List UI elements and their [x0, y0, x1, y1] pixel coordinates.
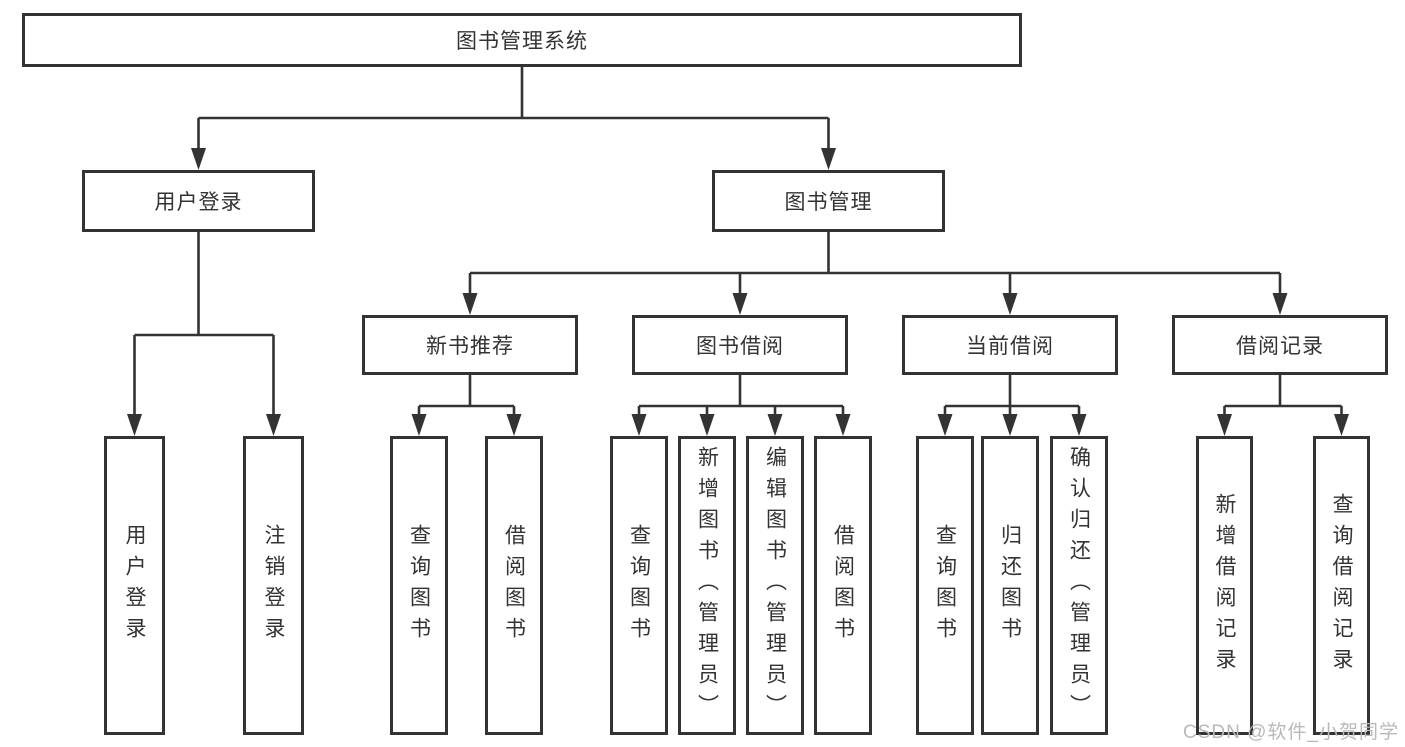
- leaf-logout: 注销登录: [243, 436, 304, 735]
- leaf-confirm-return-admin: 确认归还（管理员）: [1050, 436, 1108, 735]
- leaf-label: 借阅图书: [502, 523, 526, 648]
- connector-root-to-level1: [197, 67, 830, 166]
- leaf-user-login: 用户登录: [104, 436, 165, 735]
- connector-rec-to-leaves: [417, 375, 516, 432]
- connector-mgmt-to-level2: [468, 232, 1282, 311]
- connector-current-to-leaves: [943, 375, 1081, 432]
- leaf-label: 新增借阅记录: [1213, 492, 1236, 679]
- leaf-borrow-books: 借阅图书: [814, 436, 872, 735]
- node-label: 用户登录: [154, 191, 243, 214]
- leaf-query-borrow-record: 查询借阅记录: [1313, 436, 1370, 735]
- connector-borrow-to-leaves: [637, 375, 845, 432]
- connector-hist-to-leaves: [1223, 375, 1343, 432]
- leaf-query-books-borrow: 查询图书: [610, 436, 668, 735]
- leaf-query-books-current: 查询图书: [916, 436, 974, 735]
- node-system-root: 图书管理系统: [22, 13, 1022, 67]
- node-new-book-recommend: 新书推荐: [362, 315, 578, 375]
- leaf-label: 用户登录: [123, 523, 146, 648]
- leaf-label: 借阅图书: [831, 523, 855, 648]
- csdn-watermark: CSDN @软件_小贺同学: [1183, 722, 1399, 743]
- leaf-label: 归还图书: [998, 523, 1022, 648]
- leaf-add-borrow-record: 新增借阅记录: [1196, 436, 1253, 735]
- connector-login-to-leaves: [133, 232, 275, 432]
- leaf-label: 确认归还（管理员）: [1067, 446, 1091, 725]
- leaf-query-books-rec: 查询图书: [390, 436, 448, 735]
- leaf-borrow-books-rec: 借阅图书: [485, 436, 543, 735]
- leaf-label: 查询图书: [933, 523, 957, 648]
- node-borrowing-records: 借阅记录: [1172, 315, 1388, 375]
- leaf-label: 新增图书（管理员）: [695, 446, 719, 725]
- leaf-add-books-admin: 新增图书（管理员）: [678, 436, 736, 735]
- leaf-label: 查询图书: [407, 523, 431, 648]
- leaf-label: 注销登录: [262, 523, 285, 648]
- leaf-label: 编辑图书（管理员）: [763, 446, 787, 725]
- leaf-label: 查询图书: [627, 523, 651, 648]
- node-label: 借阅记录: [1236, 335, 1324, 358]
- leaf-edit-books-admin: 编辑图书（管理员）: [746, 436, 804, 735]
- node-label: 新书推荐: [426, 335, 514, 358]
- node-book-borrowing: 图书借阅: [632, 315, 848, 375]
- node-current-borrowing: 当前借阅: [902, 315, 1118, 375]
- node-book-management: 图书管理: [712, 170, 945, 232]
- node-label: 图书管理: [784, 191, 873, 214]
- node-label: 图书借阅: [696, 335, 784, 358]
- node-user-login: 用户登录: [82, 170, 315, 232]
- leaf-return-books: 归还图书: [981, 436, 1039, 735]
- node-label: 图书管理系统: [456, 30, 588, 53]
- leaf-label: 查询借阅记录: [1330, 492, 1353, 679]
- node-label: 当前借阅: [966, 335, 1054, 358]
